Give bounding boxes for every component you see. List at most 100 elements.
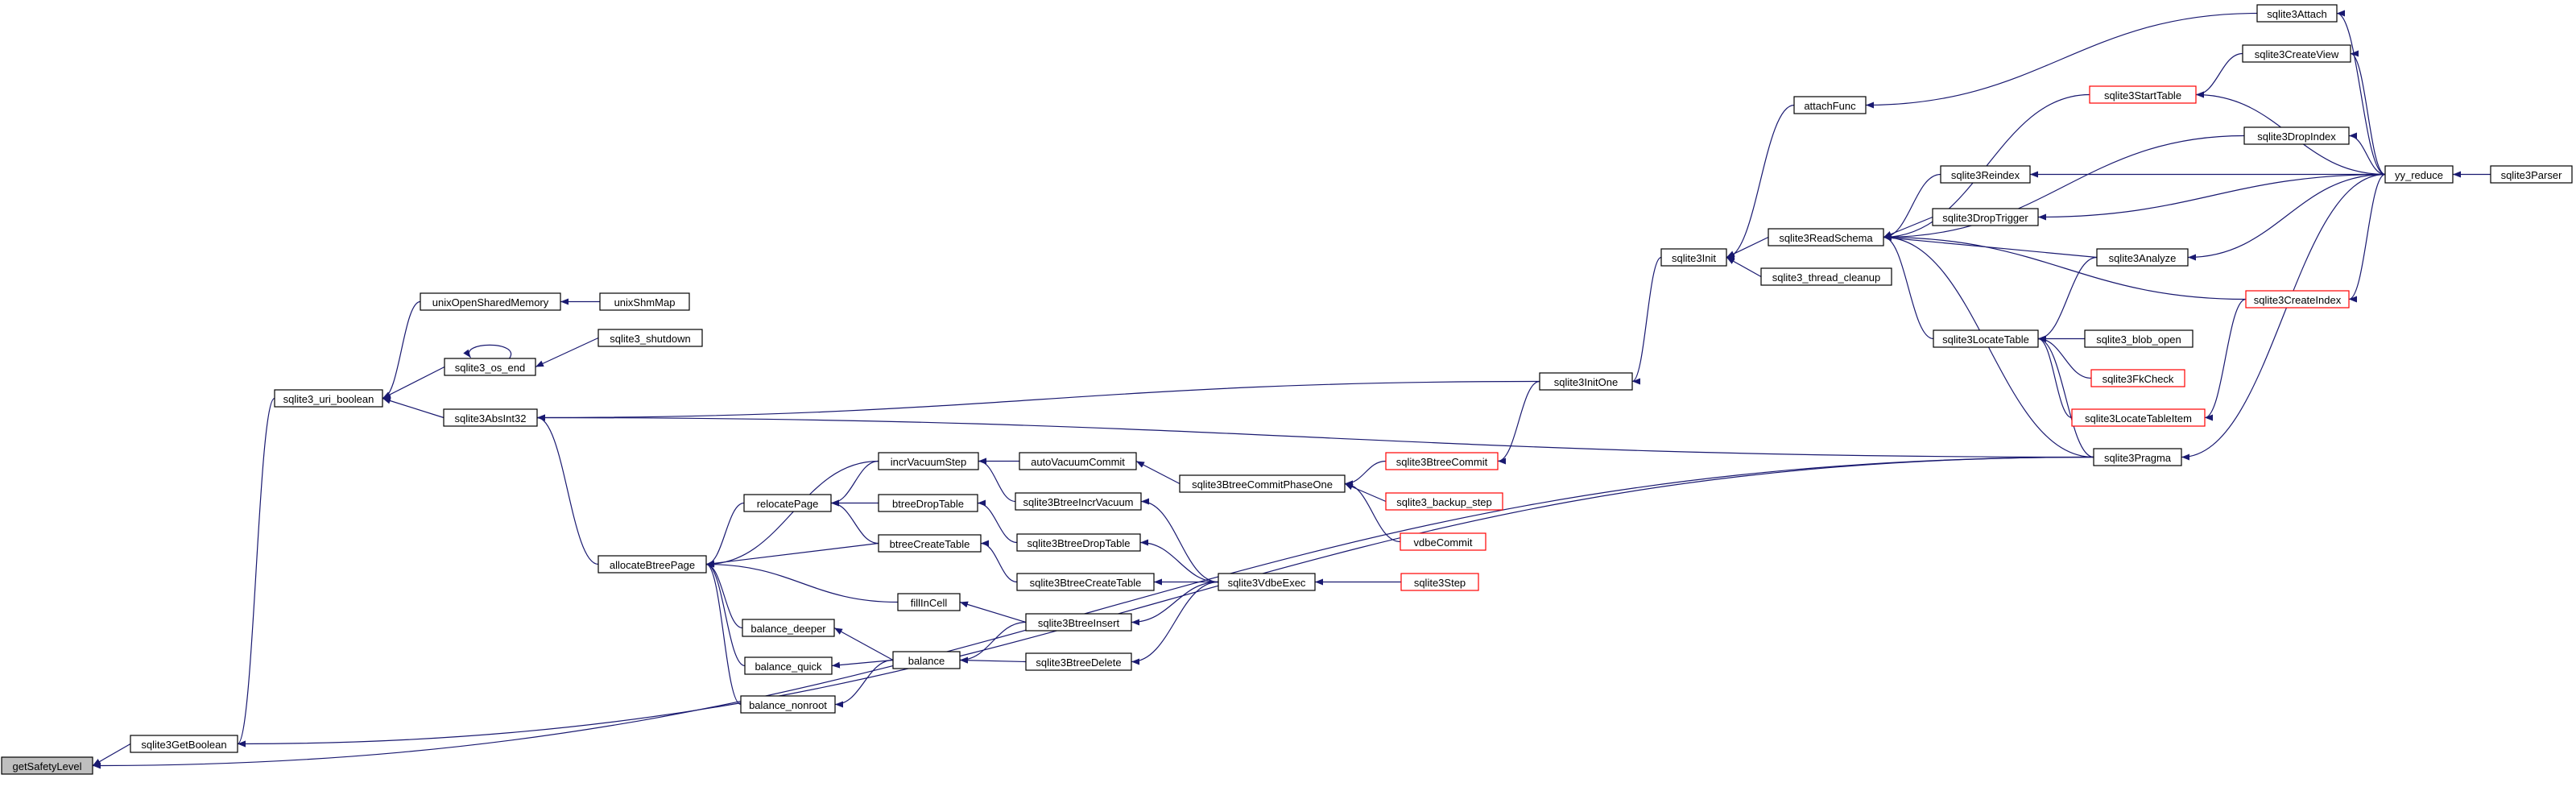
node-sqlite3-reindex[interactable]: sqlite3Reindex	[1940, 165, 2031, 184]
edge-yy-reduce-to-sqlite3-create-index	[2348, 173, 2386, 303]
node-label: sqlite3BtreeCommit	[1396, 456, 1488, 468]
node-label: balance_nonroot	[749, 699, 827, 711]
node-label: relocatePage	[757, 498, 819, 510]
node-sqlite3-init[interactable]: sqlite3Init	[1660, 248, 1727, 267]
node-sqlite3-shutdown[interactable]: sqlite3_shutdown	[597, 329, 703, 347]
node-sqlite3-pragma[interactable]: sqlite3Pragma	[2093, 448, 2182, 466]
node-balance-quick[interactable]: balance_quick	[744, 656, 833, 675]
node-sqlite3-locate-table[interactable]: sqlite3LocateTable	[1933, 329, 2039, 348]
node-sqlite3-analyze[interactable]: sqlite3Analyze	[2096, 248, 2189, 267]
node-unix-shm-map[interactable]: unixShmMap	[599, 292, 690, 311]
node-box	[2096, 248, 2189, 267]
node-box	[1016, 533, 1141, 552]
edge-sqlite3-btree-insert-to-balance	[959, 621, 1027, 664]
edge-sqlite3-vdbe-exec-to-sqlite3-btree-insert	[1131, 581, 1219, 626]
node-sqlite3-create-index[interactable]: sqlite3CreateIndex	[2245, 290, 2350, 309]
node-sqlite3-start-table[interactable]: sqlite3StartTable	[2089, 85, 2197, 104]
node-box	[740, 695, 836, 714]
node-sqlite3-attach[interactable]: sqlite3Attach	[2256, 4, 2338, 23]
node-fill-in-cell[interactable]: fillInCell	[897, 593, 961, 611]
node-sqlite3-drop-index[interactable]: sqlite3DropIndex	[2243, 126, 2350, 145]
edge-balance-to-balance-nonroot	[834, 659, 894, 708]
edge-sqlite3-init-one-to-sqlite3-abs-int32	[536, 380, 1540, 421]
node-balance-deeper[interactable]: balance_deeper	[742, 619, 835, 637]
node-label: sqlite3InitOne	[1554, 376, 1619, 388]
node-sqlite3-backup-step[interactable]: sqlite3_backup_step	[1385, 492, 1503, 511]
edge-sqlite3-vdbe-exec-to-sqlite3-btree-drop-table	[1139, 539, 1219, 583]
node-sqlite3-vdbe-exec[interactable]: sqlite3VdbeExec	[1218, 573, 1316, 591]
node-btree-create-table[interactable]: btreeCreateTable	[878, 534, 982, 553]
node-label: sqlite3StartTable	[2104, 89, 2181, 101]
node-sqlite3-thread-cleanup[interactable]: sqlite3_thread_cleanup	[1760, 267, 1892, 286]
edge-unix-open-shared-memory-to-sqlite3-uri-boolean	[382, 300, 421, 402]
node-sqlite3-btree-insert[interactable]: sqlite3BtreeInsert	[1025, 613, 1132, 632]
node-sqlite3-create-view[interactable]: sqlite3CreateView	[2242, 44, 2351, 63]
node-allocate-btree-page[interactable]: allocateBtreePage	[597, 555, 707, 574]
node-sqlite3-btree-commit[interactable]: sqlite3BtreeCommit	[1385, 452, 1499, 470]
node-label: vdbeCommit	[1414, 536, 1473, 549]
node-sqlite3-btree-commit-phase-one[interactable]: sqlite3BtreeCommitPhaseOne	[1179, 474, 1346, 493]
node-get-safety-level[interactable]: getSafetyLevel	[1, 756, 93, 775]
node-label: btreeCreateTable	[890, 538, 970, 550]
node-label: sqlite3AbsInt32	[455, 412, 527, 424]
node-btree-drop-table[interactable]: btreeDropTable	[878, 494, 978, 512]
node-attach-func[interactable]: attachFunc	[1793, 96, 1867, 114]
node-label: autoVacuumCommit	[1031, 456, 1125, 468]
node-label: sqlite3BtreeCommitPhaseOne	[1192, 478, 1333, 491]
node-sqlite3-btree-create-table[interactable]: sqlite3BtreeCreateTable	[1016, 573, 1155, 591]
node-relocate-page[interactable]: relocatePage	[743, 494, 832, 512]
node-balance-nonroot[interactable]: balance_nonroot	[740, 695, 836, 714]
edge-allocate-btree-page-to-sqlite3-abs-int32	[536, 414, 599, 565]
edge-sqlite3-pragma-to-sqlite3-abs-int32	[536, 414, 2094, 458]
node-label: sqlite3Pragma	[2104, 452, 2172, 464]
node-label: incrVacuumStep	[891, 456, 966, 468]
node-box	[1400, 573, 1479, 591]
node-sqlite3-os-end[interactable]: sqlite3_os_end	[444, 358, 536, 376]
node-box	[744, 656, 833, 675]
node-label: unixOpenSharedMemory	[432, 296, 549, 309]
node-box	[2245, 290, 2350, 309]
node-sqlite3-init-one[interactable]: sqlite3InitOne	[1539, 372, 1633, 391]
node-unix-open-shared-memory[interactable]: unixOpenSharedMemory	[420, 292, 561, 311]
node-label: sqlite3Init	[1672, 252, 1716, 264]
node-sqlite3-blob-open[interactable]: sqlite3_blob_open	[2084, 329, 2194, 348]
edge-btree-create-table-to-relocate-page	[830, 499, 879, 545]
node-label: sqlite3Reindex	[1951, 169, 2020, 181]
edge-sqlite3-fk-check-to-sqlite3-locate-table	[2037, 335, 2092, 379]
node-box	[444, 358, 536, 376]
node-label: sqlite3_uri_boolean	[283, 393, 374, 405]
edge-sqlite3-btree-incr-vacuum-to-incr-vacuum-step	[978, 458, 1016, 503]
edge-sqlite3-btree-drop-table-to-btree-drop-table	[977, 499, 1018, 544]
edge-yy-reduce-to-sqlite3-drop-trigger	[2037, 173, 2386, 221]
node-yy-reduce[interactable]: yy_reduce	[2384, 165, 2454, 184]
edge-sqlite3-get-boolean-to-get-safety-level	[92, 743, 131, 767]
node-balance[interactable]: balance	[892, 651, 961, 669]
node-sqlite3-btree-incr-vacuum[interactable]: sqlite3BtreeIncrVacuum	[1015, 492, 1142, 511]
node-sqlite3-locate-table-item[interactable]: sqlite3LocateTableItem	[2071, 408, 2206, 427]
edge-sqlite3-create-view-to-sqlite3-start-table	[2195, 52, 2243, 98]
node-sqlite3-abs-int32[interactable]: sqlite3AbsInt32	[443, 408, 538, 427]
node-box	[597, 329, 703, 347]
node-sqlite3-drop-trigger[interactable]: sqlite3DropTrigger	[1932, 208, 2039, 226]
node-box	[743, 494, 832, 512]
edge-sqlite3-btree-create-table-to-btree-create-table	[980, 540, 1018, 583]
node-box	[1025, 613, 1132, 632]
node-sqlite3-fk-check[interactable]: sqlite3FkCheck	[2090, 369, 2185, 387]
edge-sqlite3-locate-table-to-sqlite3-read-schema	[1883, 234, 1934, 340]
node-sqlite3-parser[interactable]: sqlite3Parser	[2490, 165, 2573, 184]
node-sqlite3-get-boolean[interactable]: sqlite3GetBoolean	[130, 735, 238, 753]
edge-sqlite3-pragma-to-sqlite3-locate-table	[2037, 335, 2094, 458]
node-box	[1016, 573, 1155, 591]
node-sqlite3-btree-delete[interactable]: sqlite3BtreeDelete	[1025, 652, 1132, 671]
node-sqlite3-uri-boolean[interactable]: sqlite3_uri_boolean	[274, 389, 383, 408]
node-label: balance_quick	[755, 661, 822, 673]
node-vdbe-commit[interactable]: vdbeCommit	[1400, 532, 1486, 551]
node-auto-vacuum-commit[interactable]: autoVacuumCommit	[1019, 452, 1137, 470]
node-sqlite3-step[interactable]: sqlite3Step	[1400, 573, 1479, 591]
edge-yy-reduce-to-sqlite3-drop-index	[2348, 132, 2386, 176]
node-sqlite3-read-schema[interactable]: sqlite3ReadSchema	[1768, 228, 1884, 246]
edge-sqlite3-create-index-to-sqlite3-locate-table-item	[2204, 298, 2247, 421]
node-incr-vacuum-step[interactable]: incrVacuumStep	[878, 452, 979, 470]
node-sqlite3-btree-drop-table[interactable]: sqlite3BtreeDropTable	[1016, 533, 1141, 552]
